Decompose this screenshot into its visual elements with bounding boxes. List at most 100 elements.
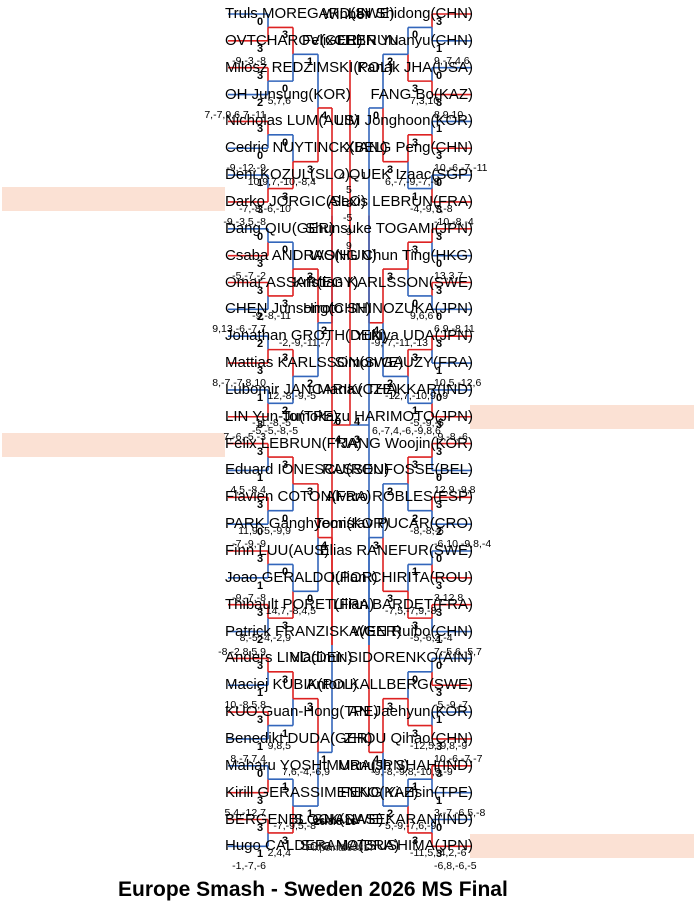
right-r2-score: 3 bbox=[412, 351, 419, 364]
left-r4-score: 4 bbox=[321, 109, 328, 122]
highlight-harimoto bbox=[470, 405, 694, 429]
winner-name: Felix LEBRUN bbox=[302, 32, 399, 49]
left-r2-detail: 11,9,-5,-9,9 bbox=[238, 524, 291, 537]
right-player: Tomokazu HARIMOTO(JPN) bbox=[281, 407, 473, 425]
right-player: Elias RANEFUR(SWE) bbox=[319, 542, 473, 559]
left-player: Patrick FRANZISKA(GER) bbox=[225, 622, 402, 640]
left-r2-score: 1 bbox=[282, 781, 289, 794]
right-r2-detail: -11,5,-4,2,-6 bbox=[410, 846, 467, 859]
left-player: Lubomir JANCARIK(CZE) bbox=[225, 380, 398, 398]
right-player: Alexis LEBRUN(FRA) bbox=[327, 192, 473, 210]
left-r3-detail: 10,9,7,-10,-8,4 bbox=[247, 175, 316, 188]
left-r2-score: 3 bbox=[282, 834, 289, 847]
right-r2-score: 1 bbox=[412, 405, 419, 418]
right-r1-score: 0 bbox=[436, 391, 443, 404]
final-score-left-top: 0 bbox=[335, 416, 342, 428]
right-r1-score: 3 bbox=[436, 203, 443, 216]
right-r2-score: 2 bbox=[412, 512, 419, 525]
right-r2-score: 0 bbox=[412, 673, 419, 686]
final-sets-4: -5 bbox=[343, 212, 353, 224]
right-r2-score: 3 bbox=[412, 620, 419, 633]
left-r2-score: 3 bbox=[282, 190, 289, 203]
final-left-detail: -5,-5,-8,-5 bbox=[252, 425, 299, 437]
right-r1-score: 0 bbox=[436, 177, 443, 190]
right-player: FANG Bo(KAZ) bbox=[370, 85, 473, 103]
left-player: Truls MOREGARD(SWE) bbox=[225, 5, 395, 22]
right-r1-detail: 13,3,7 bbox=[434, 269, 464, 282]
right-player: RASSENFOSSE(BEL) bbox=[322, 461, 473, 479]
left-r4-detail: 7,6,-4,-6,9 bbox=[282, 766, 330, 779]
right-r1-score: 1 bbox=[436, 365, 443, 378]
left-r1-score: 1 bbox=[257, 687, 264, 700]
left-r1-score: 3 bbox=[257, 42, 264, 55]
left-r1-score: 3 bbox=[257, 257, 264, 270]
left-r1-score: 1 bbox=[257, 579, 264, 592]
left-r3-score: 3 bbox=[307, 271, 314, 284]
right-r2-detail: -5,-9,-5 bbox=[410, 417, 444, 430]
left-r1-detail: 7,-6,-5,-3 bbox=[223, 430, 266, 443]
left-r1-detail: -9,-3,5,-8 bbox=[223, 215, 266, 228]
left-player: Anders LIND(DEN) bbox=[225, 649, 353, 667]
right-player: QUEK Izaac(SGP) bbox=[348, 166, 473, 184]
left-r2-score: 3 bbox=[282, 29, 289, 42]
left-r1-detail: 8,-7,-7,8,10 bbox=[212, 377, 266, 390]
left-r4-score: 1 bbox=[321, 754, 328, 767]
left-r1-score: 1 bbox=[257, 472, 264, 485]
right-r1-detail: -6,10,-9,8,-4 bbox=[434, 538, 492, 551]
right-r1-score: 3 bbox=[436, 606, 443, 619]
final-sets-6: 9 bbox=[346, 240, 352, 252]
left-r1-score: 0 bbox=[257, 230, 264, 243]
left-r1-score: 1 bbox=[257, 177, 264, 190]
right-r3-detail: -12,7,-10,9,-9 bbox=[385, 390, 449, 403]
final-sets-1: 4 — 1 bbox=[339, 170, 368, 182]
left-r1-score: 2 bbox=[257, 338, 264, 351]
left-player: Finn LUU(AUS) bbox=[225, 542, 330, 559]
left-player: OH Junsung(KOR) bbox=[225, 85, 351, 103]
left-player: Hugo CALDERANO(BRA) bbox=[225, 837, 400, 855]
left-r3-score: 0 bbox=[307, 593, 314, 606]
left-r1-score: 3 bbox=[257, 418, 264, 431]
right-r1-score: 3 bbox=[436, 687, 443, 700]
left-r2-score: 3 bbox=[282, 297, 289, 310]
right-player: Vladimir SIDORENKO(AIN) bbox=[289, 649, 473, 667]
right-player: Shunsuke TOGAMI(JPN) bbox=[305, 219, 473, 237]
left-r3-score: 3 bbox=[307, 700, 314, 713]
left-r1-score: 0 bbox=[257, 526, 264, 539]
left-r1-score: 3 bbox=[257, 284, 264, 297]
right-r1-score: 3 bbox=[436, 418, 443, 431]
highlight-matsushima bbox=[470, 834, 694, 858]
left-r1-score: 0 bbox=[257, 16, 264, 28]
final-score-right-bottom: 3 bbox=[354, 434, 361, 446]
right-player: Tomislav PUCAR(CRO) bbox=[314, 515, 473, 533]
left-r3-detail: -7,-9,5,-8 bbox=[273, 820, 316, 833]
left-r3-score: 1 bbox=[307, 56, 314, 69]
right-r2-detail: 7,3,10 bbox=[410, 95, 440, 108]
left-player: Thibault PORET(FRA) bbox=[225, 595, 375, 613]
final-right-detail: 6,-7,4,-6,-9,8,6 bbox=[372, 425, 441, 437]
left-r2-detail: -11,-8,-5 bbox=[252, 417, 291, 430]
left-player: Joao GERALDO(POR) bbox=[225, 568, 378, 586]
right-r1-score: 1 bbox=[436, 714, 443, 727]
right-r1-score: 3 bbox=[436, 499, 443, 512]
right-r2-score: 0 bbox=[412, 297, 419, 310]
left-r1-score: 3 bbox=[257, 794, 264, 807]
right-r4-score: 4 bbox=[373, 324, 380, 337]
left-r1-score: 3 bbox=[257, 123, 264, 136]
winner-label: Winner bbox=[322, 6, 370, 23]
left-r1-score: 3 bbox=[257, 821, 264, 834]
right-player: WEN Ruibo(CHN) bbox=[352, 622, 473, 640]
right-r3-score: 3 bbox=[387, 700, 394, 713]
highlight-lebrun bbox=[2, 433, 225, 457]
final-sets-3: 8 bbox=[346, 198, 352, 210]
right-r2-score: 3 bbox=[412, 136, 419, 149]
left-r3-detail: 14,7,-8,4,5 bbox=[265, 605, 316, 618]
right-r1-score: 3 bbox=[436, 740, 443, 753]
final-sets-5: 9 bbox=[346, 226, 352, 238]
right-player: Sora MATSUSHIMA(JPN) bbox=[299, 837, 473, 855]
left-player: Nicholas LUM(AUS) bbox=[225, 112, 360, 130]
right-r2-score: 3 bbox=[412, 727, 419, 740]
left-r2-score: 3 bbox=[282, 459, 289, 472]
right-r3-score: 2 bbox=[387, 56, 394, 69]
right-r1-score: 0 bbox=[436, 660, 443, 673]
left-r1-score: 3 bbox=[257, 714, 264, 727]
